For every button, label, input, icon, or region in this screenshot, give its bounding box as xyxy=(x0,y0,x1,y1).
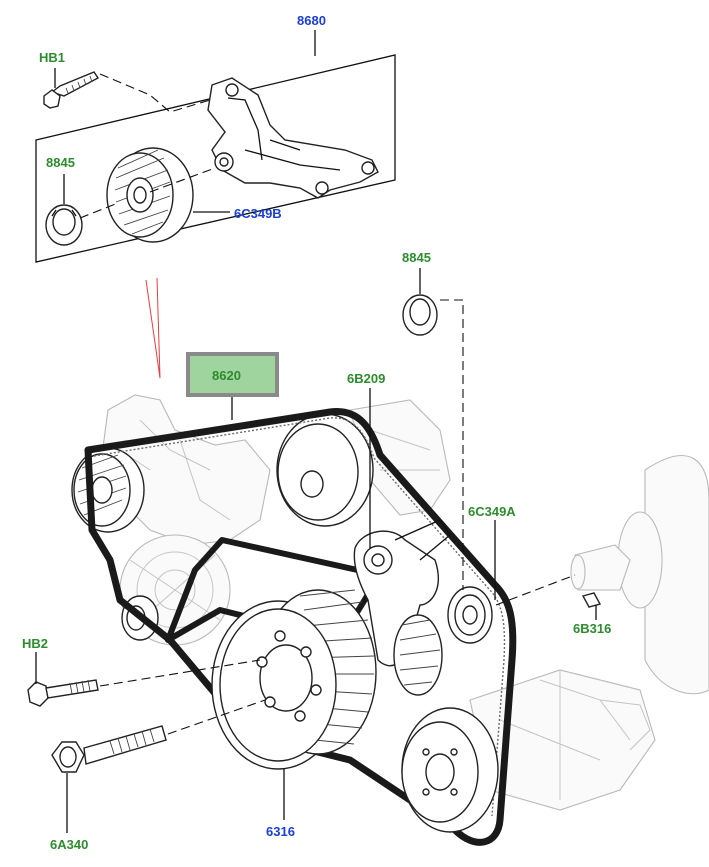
label-hb2[interactable]: HB2 xyxy=(22,636,48,651)
engine-background xyxy=(99,394,709,811)
label-8620[interactable]: 8620 xyxy=(212,368,241,383)
label-8845-top[interactable]: 8845 xyxy=(46,155,75,170)
label-6c349a[interactable]: 6C349A xyxy=(468,504,516,519)
label-6c349b[interactable]: 6C349B xyxy=(234,206,282,221)
label-8680[interactable]: 8680 xyxy=(297,13,326,28)
tensioner-assembly-inset xyxy=(35,30,396,263)
label-8845-right[interactable]: 8845 xyxy=(402,250,431,265)
label-hb1[interactable]: HB1 xyxy=(39,50,65,65)
main-assembly xyxy=(27,268,602,846)
label-6a340[interactable]: 6A340 xyxy=(50,837,88,852)
highlight-box-8620 xyxy=(186,352,279,397)
label-6b209[interactable]: 6B209 xyxy=(347,371,385,386)
label-6b316[interactable]: 6B316 xyxy=(573,621,611,636)
red-pointer xyxy=(145,277,161,379)
callout-labels: 8680 HB1 8845 6C349B 8845 8620 6B209 6C3… xyxy=(22,13,611,852)
label-6316[interactable]: 6316 xyxy=(266,824,295,839)
